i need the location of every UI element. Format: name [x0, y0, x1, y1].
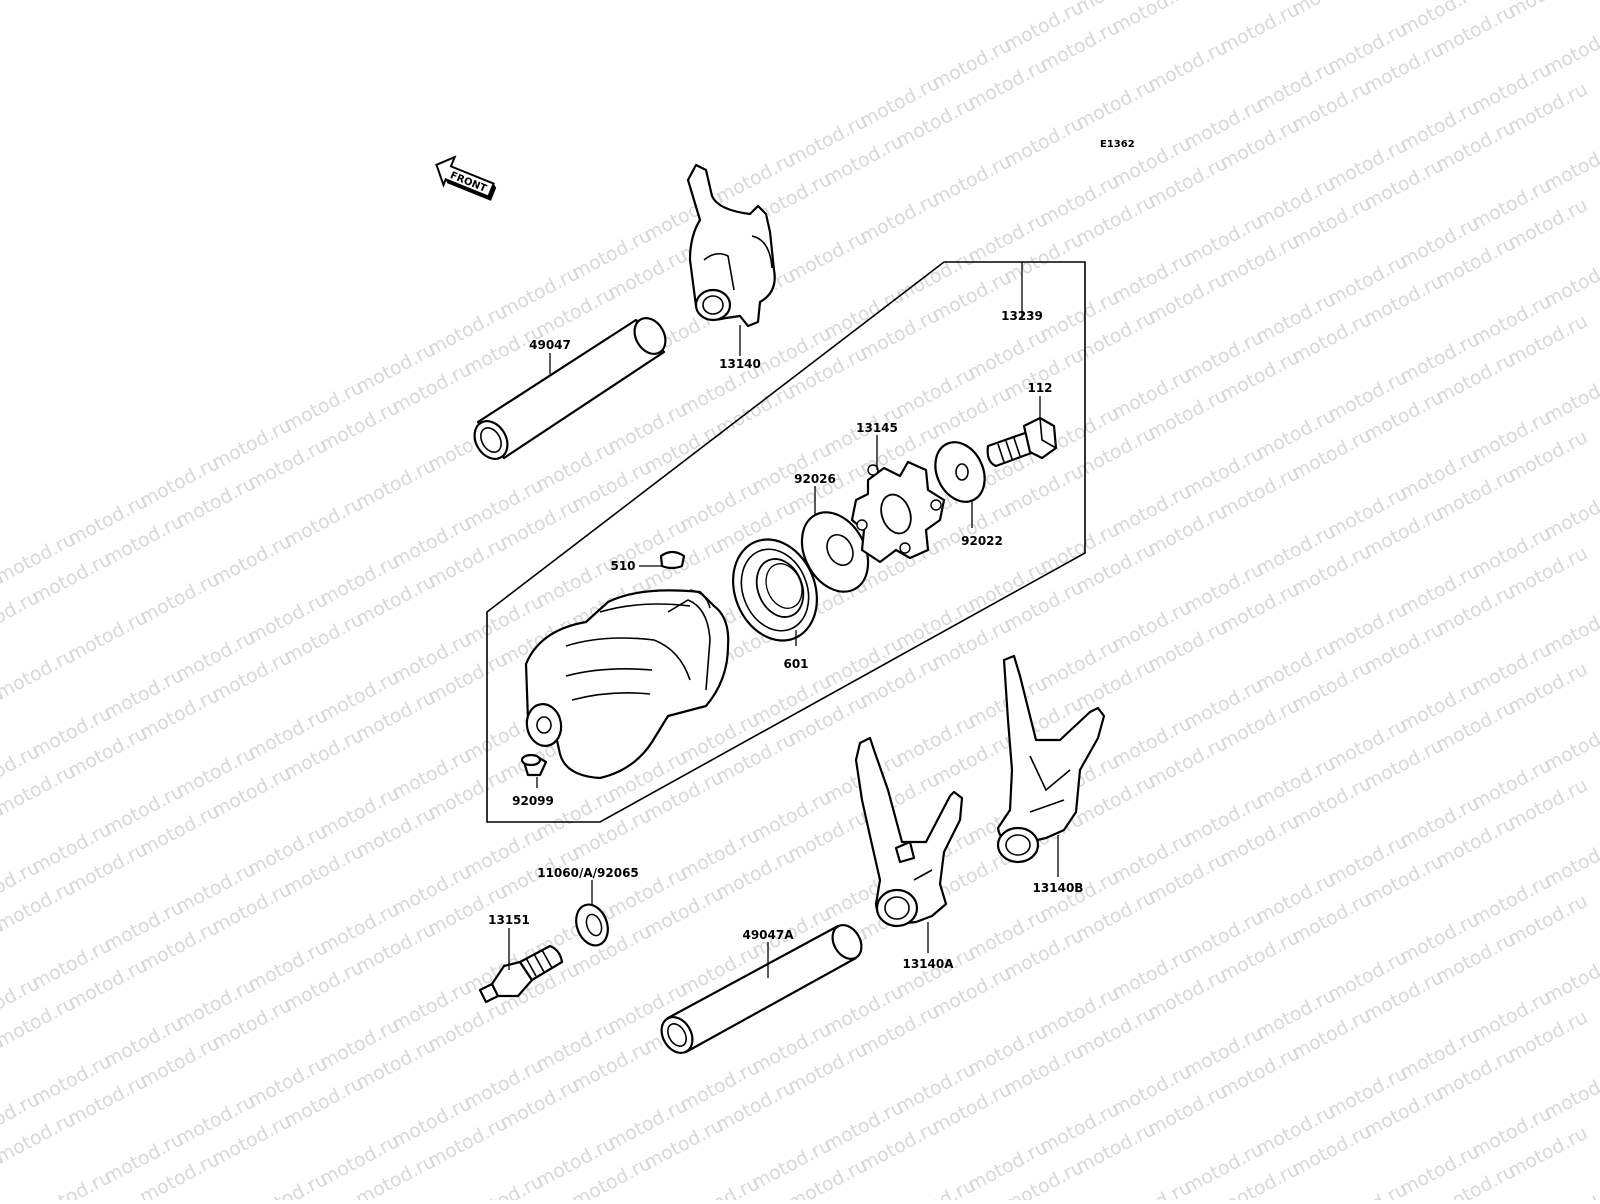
label-13140B: 13140B — [1033, 881, 1084, 895]
label-13151: 13151 — [488, 913, 530, 927]
label-112: 112 — [1027, 381, 1052, 395]
label-49047: 49047 — [529, 338, 571, 352]
label-49047A: 49047A — [742, 928, 794, 942]
label-601: 601 — [783, 657, 808, 671]
label-11060-A-92065: 11060/A/92065 — [537, 866, 639, 880]
label-13140: 13140 — [719, 357, 761, 371]
diagram-code: E1362 — [1100, 139, 1135, 150]
label-92022: 92022 — [961, 534, 1003, 548]
label-13145: 13145 — [856, 421, 898, 435]
label-13239: 13239 — [1001, 309, 1043, 323]
key-510 — [661, 552, 684, 568]
label-510: 510 — [610, 559, 635, 573]
label-92026: 92026 — [794, 472, 836, 486]
label-92099: 92099 — [512, 794, 554, 808]
label-13140A: 13140A — [902, 957, 954, 971]
